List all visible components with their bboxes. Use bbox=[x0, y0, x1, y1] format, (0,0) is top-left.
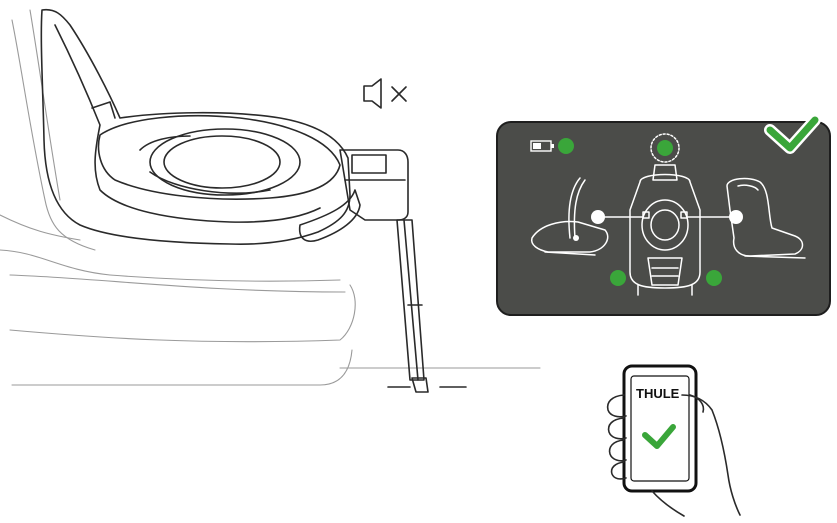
right-status-light bbox=[706, 270, 722, 286]
speaker-muted-icon bbox=[364, 79, 406, 108]
phone-app-illustration: THULE bbox=[608, 366, 740, 516]
indicator-panel bbox=[497, 120, 830, 315]
support-leg bbox=[388, 220, 466, 392]
car-seat-base bbox=[41, 10, 408, 245]
left-status-light bbox=[610, 270, 626, 286]
battery-status-light bbox=[558, 138, 574, 154]
phone-brand-logo: THULE bbox=[636, 386, 680, 401]
top-status-light bbox=[657, 140, 673, 156]
